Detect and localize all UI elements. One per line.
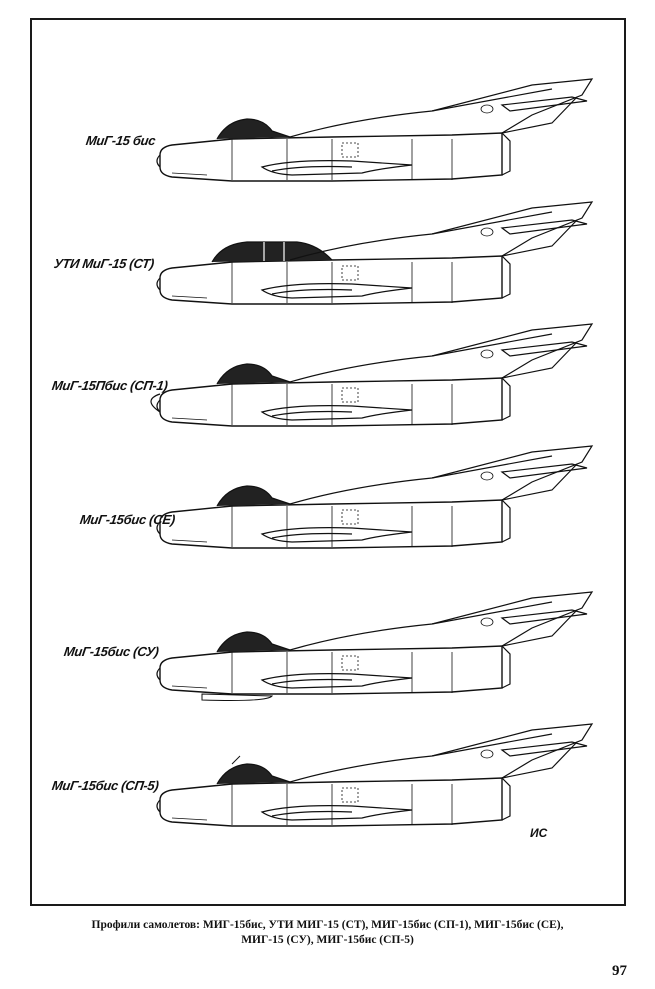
aircraft-drawing — [156, 591, 594, 701]
profile-mig15pbis: МиГ-15Пбис (СП-1) — [32, 320, 628, 460]
profile-uti-mig15: УТИ МиГ-15 (СТ) — [32, 198, 628, 338]
artist-signature: ИС — [530, 826, 548, 840]
profile-mig15bis-su: МиГ-15бис (СУ) — [32, 588, 628, 728]
caption-line-2: МИГ-15 (СУ), МИГ-15бис (СП-5) — [241, 934, 414, 946]
aircraft-drawing — [156, 78, 594, 182]
aircraft-drawing — [156, 201, 594, 305]
caption-line-1: Профили самолетов: МИГ-15бис, УТИ МИГ-15… — [91, 919, 564, 931]
profile-mig15bis: МиГ-15 бис — [32, 75, 628, 215]
profile-mig15bis-se: МиГ-15бис (СЕ) — [32, 442, 628, 582]
drawing-frame: МиГ-15 бис УТИ МиГ-15 (СТ) МиГ-15Пбис (С… — [30, 18, 626, 906]
aircraft-drawing — [150, 323, 594, 427]
page-number: 97 — [612, 963, 627, 979]
aircraft-drawing — [156, 723, 594, 827]
profile-mig15bis-sp5: МиГ-15бис (СП-5) — [32, 720, 628, 860]
figure-caption: Профили самолетов: МИГ-15бис, УТИ МИГ-15… — [20, 918, 635, 948]
aircraft-drawing — [156, 445, 594, 549]
